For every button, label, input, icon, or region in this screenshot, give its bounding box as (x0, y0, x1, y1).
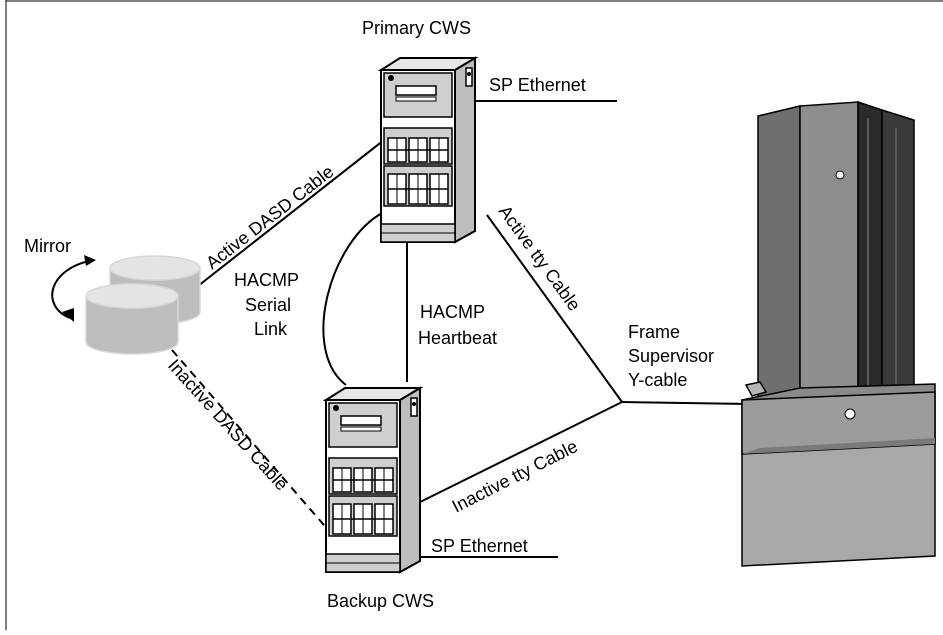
primary-cws-tower (377, 56, 479, 244)
sp-ethernet-backup-label: SP Ethernet (431, 536, 528, 556)
frame-supervisor-ycable-line (621, 401, 751, 405)
inactive-dasd-cable-label: Inactive DASD Cable (164, 355, 292, 494)
active-tty-cable-line (486, 214, 623, 403)
hacmp-serial-label-2: Serial (245, 295, 291, 315)
sp-ethernet-primary-label: SP Ethernet (489, 75, 586, 95)
hacmp-serial-link-line (322, 211, 385, 386)
mirror-label: Mirror (24, 236, 71, 256)
frame-supervisor-label-2: Supervisor (628, 346, 714, 366)
hacmp-heartbeat-label-2: Heartbeat (418, 328, 497, 348)
sp-frame (741, 100, 936, 567)
inactive-tty-cable-label: Inactive tty Cable (449, 436, 581, 517)
mirrored-disks (85, 255, 201, 355)
backup-cws-tower (322, 386, 424, 574)
hacmp-heartbeat-label-1: HACMP (420, 302, 485, 322)
frame-supervisor-label-1: Frame (628, 322, 680, 342)
active-tty-cable-label: Active tty Cable (495, 202, 585, 315)
backup-cws-label: Backup CWS (327, 591, 434, 611)
mirror-arrows (51, 255, 96, 322)
primary-cws-label: Primary CWS (362, 18, 471, 38)
active-dasd-cable-line (197, 139, 385, 287)
hacmp-serial-label-1: HACMP (234, 270, 299, 290)
inactive-tty-cable-line (407, 401, 623, 509)
active-dasd-cable-label: Active DASD Cable (202, 161, 337, 273)
inactive-dasd-cable-line (171, 349, 331, 533)
hacmp-serial-label-3: Link (254, 319, 288, 339)
frame-supervisor-label-3: Y-cable (628, 370, 687, 390)
